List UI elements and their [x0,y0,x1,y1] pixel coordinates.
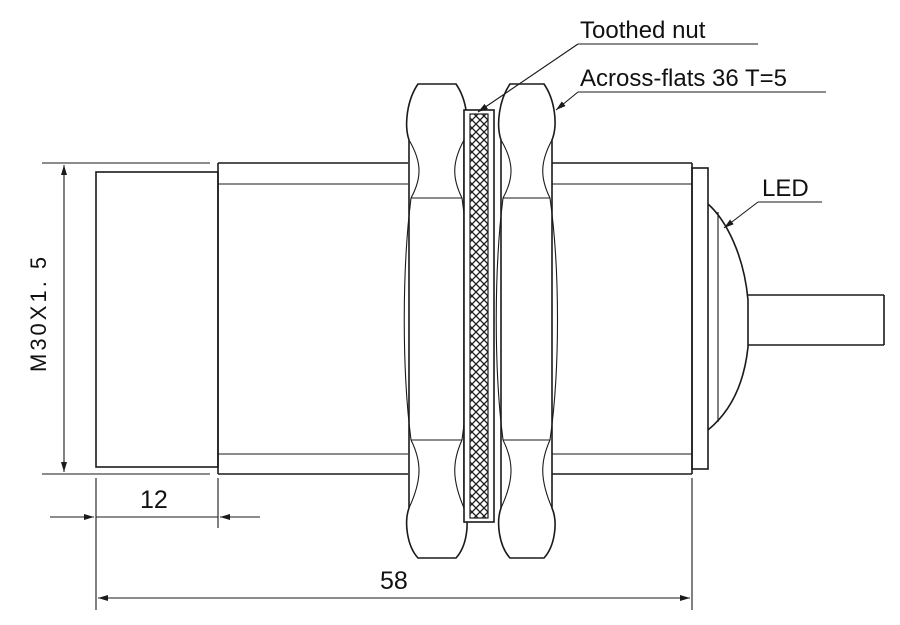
label-led: LED [762,175,809,202]
sensor-body [217,162,693,475]
callout-across-flats: Across-flats 36 T=5 [555,65,826,111]
label-across-flats: Across-flats 36 T=5 [580,65,787,92]
hex-nut-left [403,83,471,559]
rear-flange [691,167,709,470]
label-toothed-nut: Toothed nut [580,17,706,44]
led-dome [707,203,749,431]
sensing-face [95,171,219,468]
dimension-sensing-length: 12 [50,478,260,610]
dimension-sensing-length-label: 12 [140,486,168,514]
dimension-overall-length-label: 58 [380,567,408,595]
toothed-nut [463,109,495,523]
callout-toothed-nut: Toothed nut [477,17,758,113]
hex-nut-right [495,83,559,559]
cable [748,294,885,346]
callout-led: LED [723,175,822,229]
dimension-thread: M30X1. 5 [26,162,210,475]
dimension-overall-length: 58 [98,478,693,610]
dimension-thread-label: M30X1. 5 [26,254,51,372]
